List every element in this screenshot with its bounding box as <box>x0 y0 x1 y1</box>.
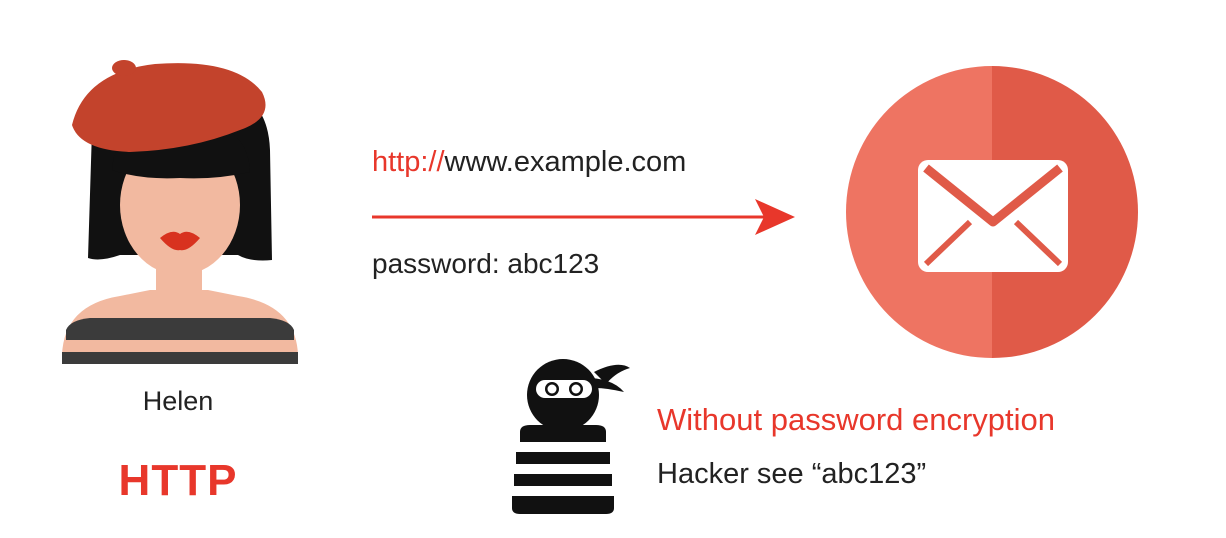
arrow-right-icon <box>372 199 795 235</box>
woman-with-beret-icon <box>62 60 298 364</box>
protocol-label: HTTP <box>118 456 238 505</box>
url-host: www.example.com <box>444 146 687 178</box>
url-scheme: http:// <box>372 146 445 178</box>
hacker-sees-text: Hacker see “abc123” <box>657 458 927 490</box>
encryption-warning: Without password encryption <box>657 402 1056 437</box>
request-url: http://www.example.com <box>372 146 686 179</box>
password-label: password: abc123 <box>372 248 600 279</box>
envelope-icon <box>846 66 1138 358</box>
sender-name: Helen <box>142 386 214 416</box>
hacker-ninja-icon <box>512 359 630 514</box>
